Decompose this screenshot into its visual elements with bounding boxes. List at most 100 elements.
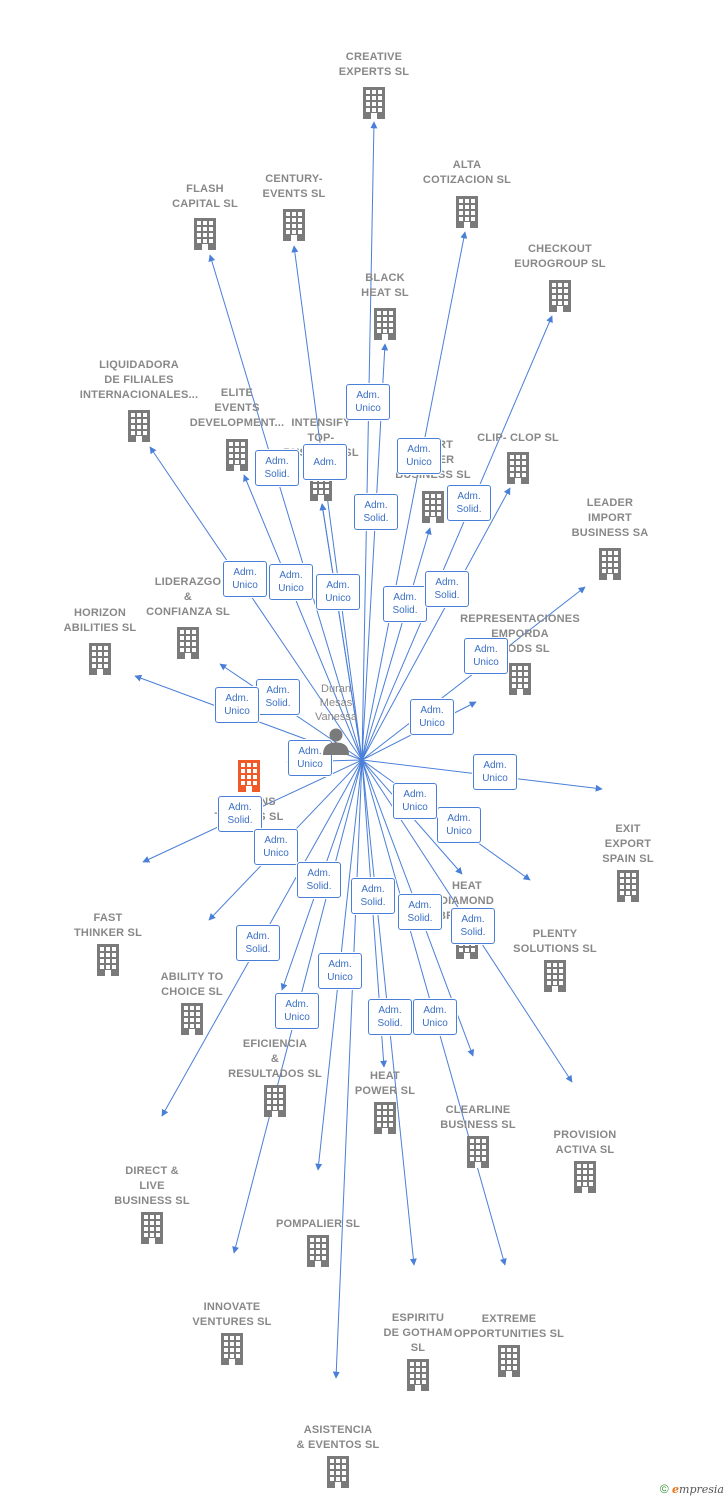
company-label: ALTA COTIZACION SL: [422, 159, 512, 186]
company-label: ESPIRITU DE GOTHAM SL: [383, 1312, 453, 1354]
edge-to-intensify: [319, 503, 363, 761]
company-label: EXIT EXPORT SPAIN SL: [602, 823, 654, 865]
building-icon: [89, 643, 111, 675]
company-node-flash[interactable]: FLASH CAPITAL SL: [135, 182, 275, 251]
role-badge[interactable]: Adm. Unico: [473, 754, 517, 790]
company-label: BLACK HEAT SL: [361, 272, 409, 299]
role-badge[interactable]: Adm. Solid.: [236, 925, 280, 961]
building-icon: [467, 1136, 489, 1168]
company-node-elite[interactable]: ELITE EVENTS DEVELOPMENT...: [167, 386, 307, 472]
role-badge[interactable]: Adm. Solid.: [383, 586, 427, 622]
building-icon: [374, 1102, 396, 1134]
company-node-extreme[interactable]: EXTREME OPPORTUNITIES SL: [439, 1312, 579, 1378]
role-badge[interactable]: Adm. Unico: [269, 564, 313, 600]
role-badge[interactable]: Adm. Solid.: [256, 679, 300, 715]
company-node-plenty[interactable]: PLENTY SOLUTIONS SL: [485, 927, 625, 993]
company-node-ability[interactable]: ABILITY TO CHOICE SL: [122, 970, 262, 1036]
role-badge[interactable]: Adm. Unico: [275, 993, 319, 1029]
company-node-blackheat[interactable]: BLACK HEAT SL: [315, 271, 455, 341]
company-label: CLEARLINE BUSINESS SL: [440, 1104, 516, 1131]
building-icon: [128, 410, 150, 442]
company-label: PLENTY SOLUTIONS SL: [513, 928, 597, 955]
role-badge[interactable]: Adm. Solid.: [297, 862, 341, 898]
company-label: LIQUIDADORA DE FILIALES INTERNACIONALES.…: [79, 359, 199, 401]
company-node-liderazgo[interactable]: LIDERAZGO & CONFIANZA SL: [118, 575, 258, 660]
company-node-exit[interactable]: EXIT EXPORT SPAIN SL: [558, 822, 698, 903]
role-badge[interactable]: Adm. Solid.: [351, 878, 395, 914]
company-node-asistencia[interactable]: ASISTENCIA & EVENTOS SL: [268, 1423, 408, 1489]
building-icon: [264, 1085, 286, 1117]
role-badge[interactable]: Adm. Solid.: [354, 494, 398, 530]
role-badge[interactable]: Adm. Unico: [316, 574, 360, 610]
building-icon: [544, 960, 566, 992]
role-badge[interactable]: Adm. Unico: [397, 438, 441, 474]
role-badge[interactable]: Adm. Unico: [223, 561, 267, 597]
edge-to-alta: [361, 231, 468, 761]
role-badge[interactable]: Adm. Unico: [318, 953, 362, 989]
company-node-fast[interactable]: FAST THINKER SL: [38, 911, 178, 977]
company-label: PROVISION ACTIVA SL: [553, 1129, 617, 1156]
company-label: CENTURY- EVENTS SL: [262, 173, 326, 200]
company-node-alta[interactable]: ALTA COTIZACION SL: [397, 158, 537, 229]
footer-brand: © empresia: [660, 1482, 724, 1496]
role-badge[interactable]: Adm.: [303, 444, 347, 480]
role-badge[interactable]: Adm. Unico: [464, 638, 508, 674]
company-label: CREATIVE EXPERTS SL: [338, 51, 410, 78]
building-icon: [407, 1359, 429, 1391]
company-node-clipclop[interactable]: CLIP- CLOP SL: [448, 431, 588, 485]
role-badge[interactable]: Adm. Solid.: [398, 894, 442, 930]
company-node-liquidadora[interactable]: LIQUIDADORA DE FILIALES INTERNACIONALES.…: [69, 358, 209, 443]
role-badge[interactable]: Adm. Solid.: [447, 485, 491, 521]
role-badge[interactable]: Adm. Unico: [413, 999, 457, 1035]
building-icon: [363, 87, 385, 119]
company-node-espiritu[interactable]: ESPIRITU DE GOTHAM SL: [348, 1311, 488, 1392]
role-badge[interactable]: Adm. Solid.: [425, 571, 469, 607]
role-badge[interactable]: Adm. Unico: [437, 807, 481, 843]
company-node-leader[interactable]: LEADER IMPORT BUSINESS SA: [540, 496, 680, 581]
company-label: FLASH CAPITAL SL: [172, 183, 238, 210]
building-icon: [221, 1333, 243, 1365]
edge-to-creative: [361, 121, 378, 761]
company-node-heatpower[interactable]: HEAT POWER SL: [315, 1069, 455, 1135]
role-badge[interactable]: Adm. Solid.: [451, 908, 495, 944]
company-node-pompalier[interactable]: POMPALIER SL: [248, 1217, 388, 1268]
building-icon: [549, 280, 571, 312]
building-icon: [226, 439, 248, 471]
company-node-checkout[interactable]: CHECKOUT EUROGROUP SL: [490, 242, 630, 313]
edge-to-clipclop: [361, 487, 511, 761]
role-badge[interactable]: Adm. Unico: [254, 829, 298, 865]
role-badge[interactable]: Adm. Unico: [410, 699, 454, 735]
company-node-creative[interactable]: CREATIVE EXPERTS SL: [304, 50, 444, 120]
role-badge[interactable]: Adm. Solid.: [255, 450, 299, 486]
building-icon: [141, 1212, 163, 1244]
building-icon: [181, 1003, 203, 1035]
company-node-direct[interactable]: DIRECT & LIVE BUSINESS SL: [82, 1164, 222, 1245]
company-node-eficiencia[interactable]: EFICIENCIA & RESULTADOS SL: [205, 1037, 345, 1118]
company-label: LIDERAZGO & CONFIANZA SL: [146, 576, 230, 618]
role-badge[interactable]: Adm. Unico: [393, 783, 437, 819]
role-badge[interactable]: Adm. Solid.: [368, 999, 412, 1035]
company-label: EXTREME OPPORTUNITIES SL: [453, 1313, 565, 1340]
edge-to-asistencia: [332, 759, 363, 1379]
company-node-clearline[interactable]: CLEARLINE BUSINESS SL: [408, 1103, 548, 1169]
company-node-century[interactable]: CENTURY- EVENTS SL: [224, 172, 364, 242]
building-icon: [307, 1235, 329, 1267]
company-label: FAST THINKER SL: [74, 912, 142, 939]
company-label: HORIZON ABILITIES SL: [63, 607, 137, 634]
edge-to-flash: [208, 254, 363, 761]
brand-logo: empresia: [672, 1483, 724, 1496]
company-node-horizon[interactable]: HORIZON ABILITIES SL: [30, 606, 170, 676]
building-icon: [97, 944, 119, 976]
building-icon: [194, 218, 216, 250]
company-label: LEADER IMPORT BUSINESS SA: [571, 497, 649, 539]
role-badge[interactable]: Adm. Solid.: [218, 796, 262, 832]
company-label: CLIP- CLOP SL: [477, 432, 559, 444]
role-badge[interactable]: Adm. Unico: [346, 384, 390, 420]
role-badge[interactable]: Adm. Unico: [288, 740, 332, 776]
center-person[interactable]: Duran Mesas Vanessa: [306, 682, 366, 756]
company-label: ELITE EVENTS DEVELOPMENT...: [189, 387, 285, 429]
company-node-provision[interactable]: PROVISION ACTIVA SL: [515, 1128, 655, 1194]
company-node-innovate[interactable]: INNOVATE VENTURES SL: [162, 1300, 302, 1366]
company-label: ASISTENCIA & EVENTOS SL: [296, 1424, 380, 1451]
role-badge[interactable]: Adm. Unico: [215, 687, 259, 723]
